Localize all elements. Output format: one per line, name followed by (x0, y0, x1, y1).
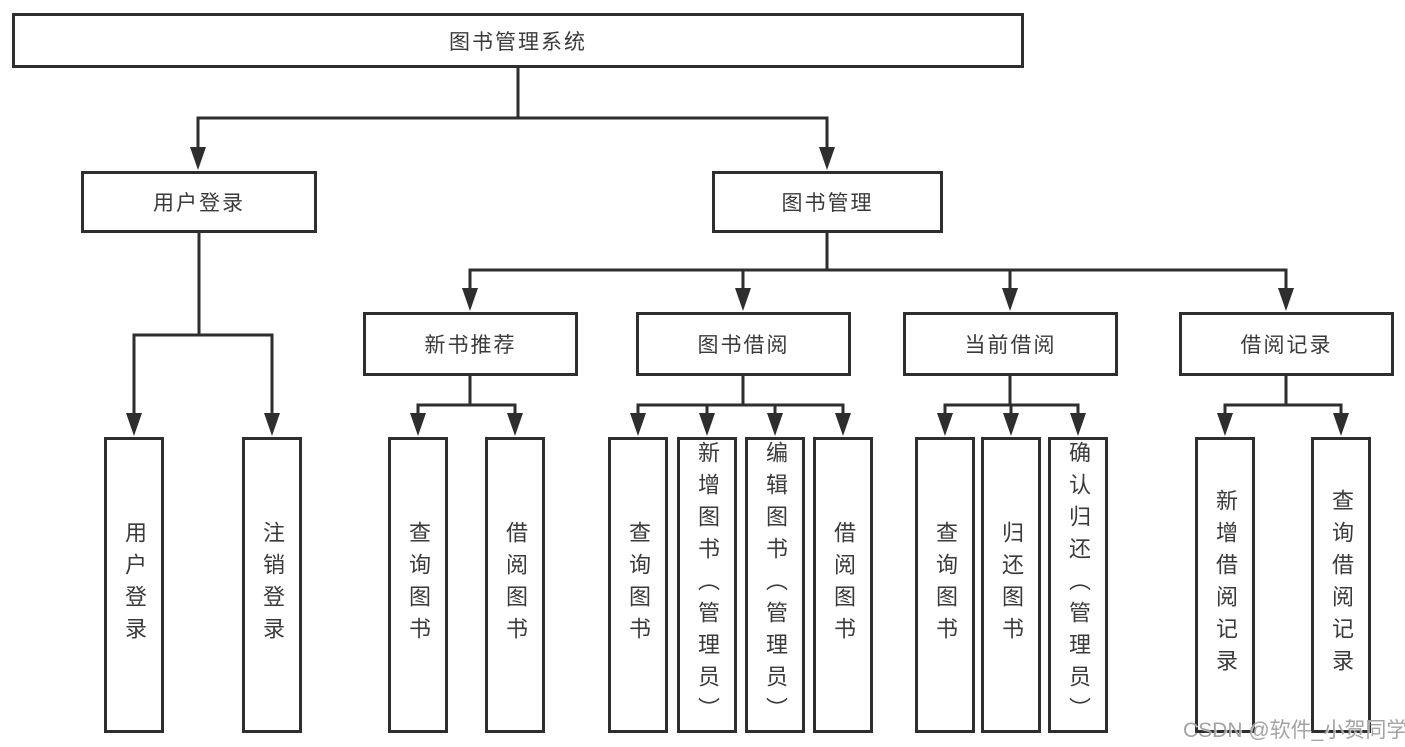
node-book-mgmt: 图书管理 (712, 171, 943, 233)
node-borrow-record: 借阅记录 (1179, 312, 1394, 376)
leaf-add-borrow-record: 新增借阅记录 (1195, 437, 1255, 733)
leaf-confirm-return-admin-label: 确认归还（管理员） (1066, 441, 1091, 729)
leaf-recommend-borrow-books: 借阅图书 (485, 437, 545, 733)
leaf-logout-label: 注销登录 (260, 521, 285, 649)
node-borrow-record-label: 借阅记录 (1240, 334, 1333, 357)
leaf-return-books: 归还图书 (981, 437, 1041, 733)
leaf-edit-books-admin: 编辑图书（管理员） (745, 437, 805, 733)
leaf-user-login: 用户登录 (104, 437, 164, 733)
leaf-borrow-query-books: 查询图书 (608, 437, 668, 733)
leaf-borrow-books: 借阅图书 (813, 437, 873, 733)
leaf-return-books-label: 归还图书 (999, 521, 1024, 649)
node-book-borrow: 图书借阅 (636, 312, 851, 376)
connector-arrowheads (126, 147, 1349, 436)
node-book-mgmt-label: 图书管理 (781, 192, 874, 215)
node-current-borrow: 当前借阅 (903, 312, 1118, 376)
node-user-login-label: 用户登录 (153, 192, 245, 215)
leaf-confirm-return-admin: 确认归还（管理员） (1048, 437, 1108, 733)
node-user-login: 用户登录 (81, 171, 317, 233)
leaf-current-query-books-label: 查询图书 (933, 521, 958, 649)
leaf-recommend-query-books-label: 查询图书 (406, 521, 431, 649)
leaf-query-borrow-record: 查询借阅记录 (1311, 437, 1371, 733)
leaf-current-query-books: 查询图书 (915, 437, 975, 733)
node-root: 图书管理系统 (12, 13, 1024, 68)
leaf-user-login-label: 用户登录 (122, 521, 147, 649)
leaf-add-books-admin: 新增图书（管理员） (677, 437, 737, 733)
leaf-borrow-books-label: 借阅图书 (831, 521, 856, 649)
leaf-recommend-borrow-books-label: 借阅图书 (503, 521, 528, 649)
node-current-borrow-label: 当前借阅 (964, 334, 1057, 357)
leaf-add-borrow-record-label: 新增借阅记录 (1213, 489, 1238, 681)
node-root-label: 图书管理系统 (449, 30, 587, 54)
node-new-book-recommend: 新书推荐 (363, 312, 578, 376)
leaf-borrow-query-books-label: 查询图书 (626, 521, 651, 649)
leaf-edit-books-admin-label: 编辑图书（管理员） (763, 441, 788, 729)
leaf-add-books-admin-label: 新增图书（管理员） (695, 441, 720, 729)
leaf-recommend-query-books: 查询图书 (388, 437, 448, 733)
node-book-borrow-label: 图书借阅 (697, 334, 790, 357)
node-new-book-recommend-label: 新书推荐 (424, 334, 517, 357)
leaf-logout: 注销登录 (242, 437, 302, 733)
leaf-query-borrow-record-label: 查询借阅记录 (1329, 489, 1354, 681)
